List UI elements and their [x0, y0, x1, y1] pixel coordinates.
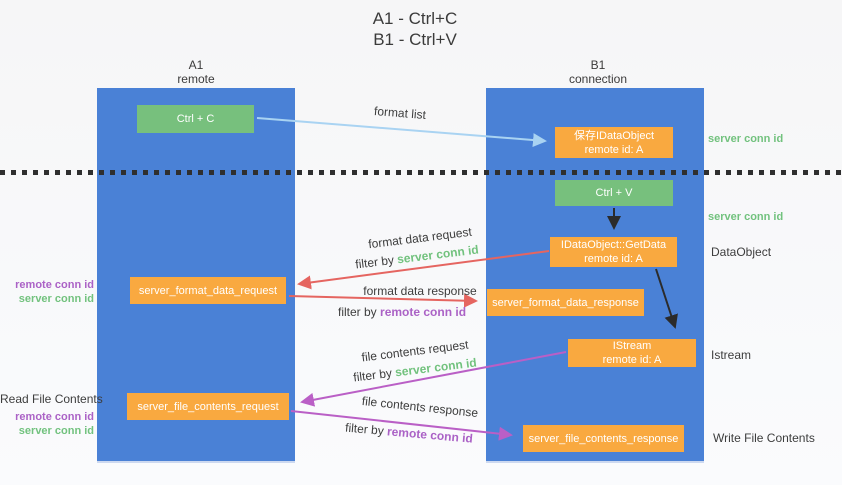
label-format-data-response: format data response — [363, 284, 477, 298]
node-ctrl-v: Ctrl + V — [555, 180, 673, 206]
left-read-file-contents-label: Read File Contents — [0, 392, 103, 406]
node-idataobject-getdata-line1: IDataObject::GetData — [560, 239, 667, 251]
diagram-title-line2: B1 - Ctrl+V — [373, 30, 457, 49]
node-istream: IStream remote id: A — [568, 339, 696, 367]
node-ctrl-v-label: Ctrl + V — [595, 187, 633, 199]
node-save-idataobject-line2: remote id: A — [584, 143, 644, 156]
lane-b1-name: B1 — [590, 58, 606, 72]
dotted-separator-line — [0, 170, 842, 175]
left-server-conn-id-file: server conn id — [18, 425, 94, 437]
lane-header-b1: B1 connection — [548, 58, 648, 86]
node-save-idataobject-line1: 保存IDataObject — [573, 129, 655, 142]
node-server-file-contents-response-label: server_file_contents_response — [528, 432, 679, 445]
right-server-conn-id-top: server conn id — [708, 133, 784, 145]
left-remote-conn-id-format: remote conn id — [15, 279, 94, 291]
node-idataobject-getdata: IDataObject::GetData remote id: A — [550, 237, 677, 267]
node-server-file-contents-request: server_file_contents_request — [127, 393, 289, 420]
node-server-file-contents-request-label: server_file_contents_request — [137, 400, 279, 413]
lane-header-a1: A1 remote — [146, 58, 246, 86]
filter-by-text: filter by — [352, 365, 393, 385]
node-server-format-data-response-label: server_format_data_response — [492, 296, 639, 309]
lane-b1-role: connection — [568, 72, 628, 86]
right-server-conn-id-mid: server conn id — [708, 211, 784, 223]
node-idataobject-getdata-line2: remote id: A — [584, 253, 643, 265]
remote-conn-id-key: remote conn id — [386, 424, 474, 446]
label-filter-file-response: filter by remote conn id — [344, 420, 474, 446]
label-file-contents-response: file contents response — [361, 393, 479, 421]
filter-by-text: filter by — [354, 252, 395, 272]
filter-by-text: filter by — [344, 420, 385, 438]
right-write-file-contents-label: Write File Contents — [713, 431, 815, 445]
node-server-format-data-response: server_format_data_response — [487, 289, 644, 316]
left-remote-conn-id-file: remote conn id — [15, 411, 94, 423]
node-server-format-data-request-label: server_format_data_request — [138, 284, 278, 297]
remote-conn-id-key: remote conn id — [380, 305, 467, 319]
node-server-format-data-request: server_format_data_request — [130, 277, 286, 304]
node-istream-line1: IStream — [612, 340, 652, 352]
left-server-conn-id-format: server conn id — [18, 293, 94, 305]
right-dataobject-label: DataObject — [711, 245, 772, 259]
filter-by-text: filter by — [338, 305, 377, 319]
lane-a1-name: A1 — [188, 58, 204, 72]
node-istream-line2: remote id: A — [602, 354, 662, 366]
node-save-idataobject: 保存IDataObject remote id: A — [555, 127, 673, 158]
right-istream-label: Istream — [711, 348, 752, 362]
diagram-title-line1: A1 - Ctrl+C — [372, 9, 458, 28]
node-ctrl-c: Ctrl + C — [137, 105, 254, 133]
label-filter-format-response: filter by remote conn id — [338, 305, 467, 319]
diagram-title: A1 - Ctrl+C B1 - Ctrl+V — [300, 8, 530, 50]
lane-a1-role: remote — [177, 72, 215, 86]
node-server-file-contents-response: server_file_contents_response — [523, 425, 684, 452]
node-ctrl-c-label: Ctrl + C — [176, 113, 215, 125]
label-format-list: format list — [373, 103, 427, 123]
